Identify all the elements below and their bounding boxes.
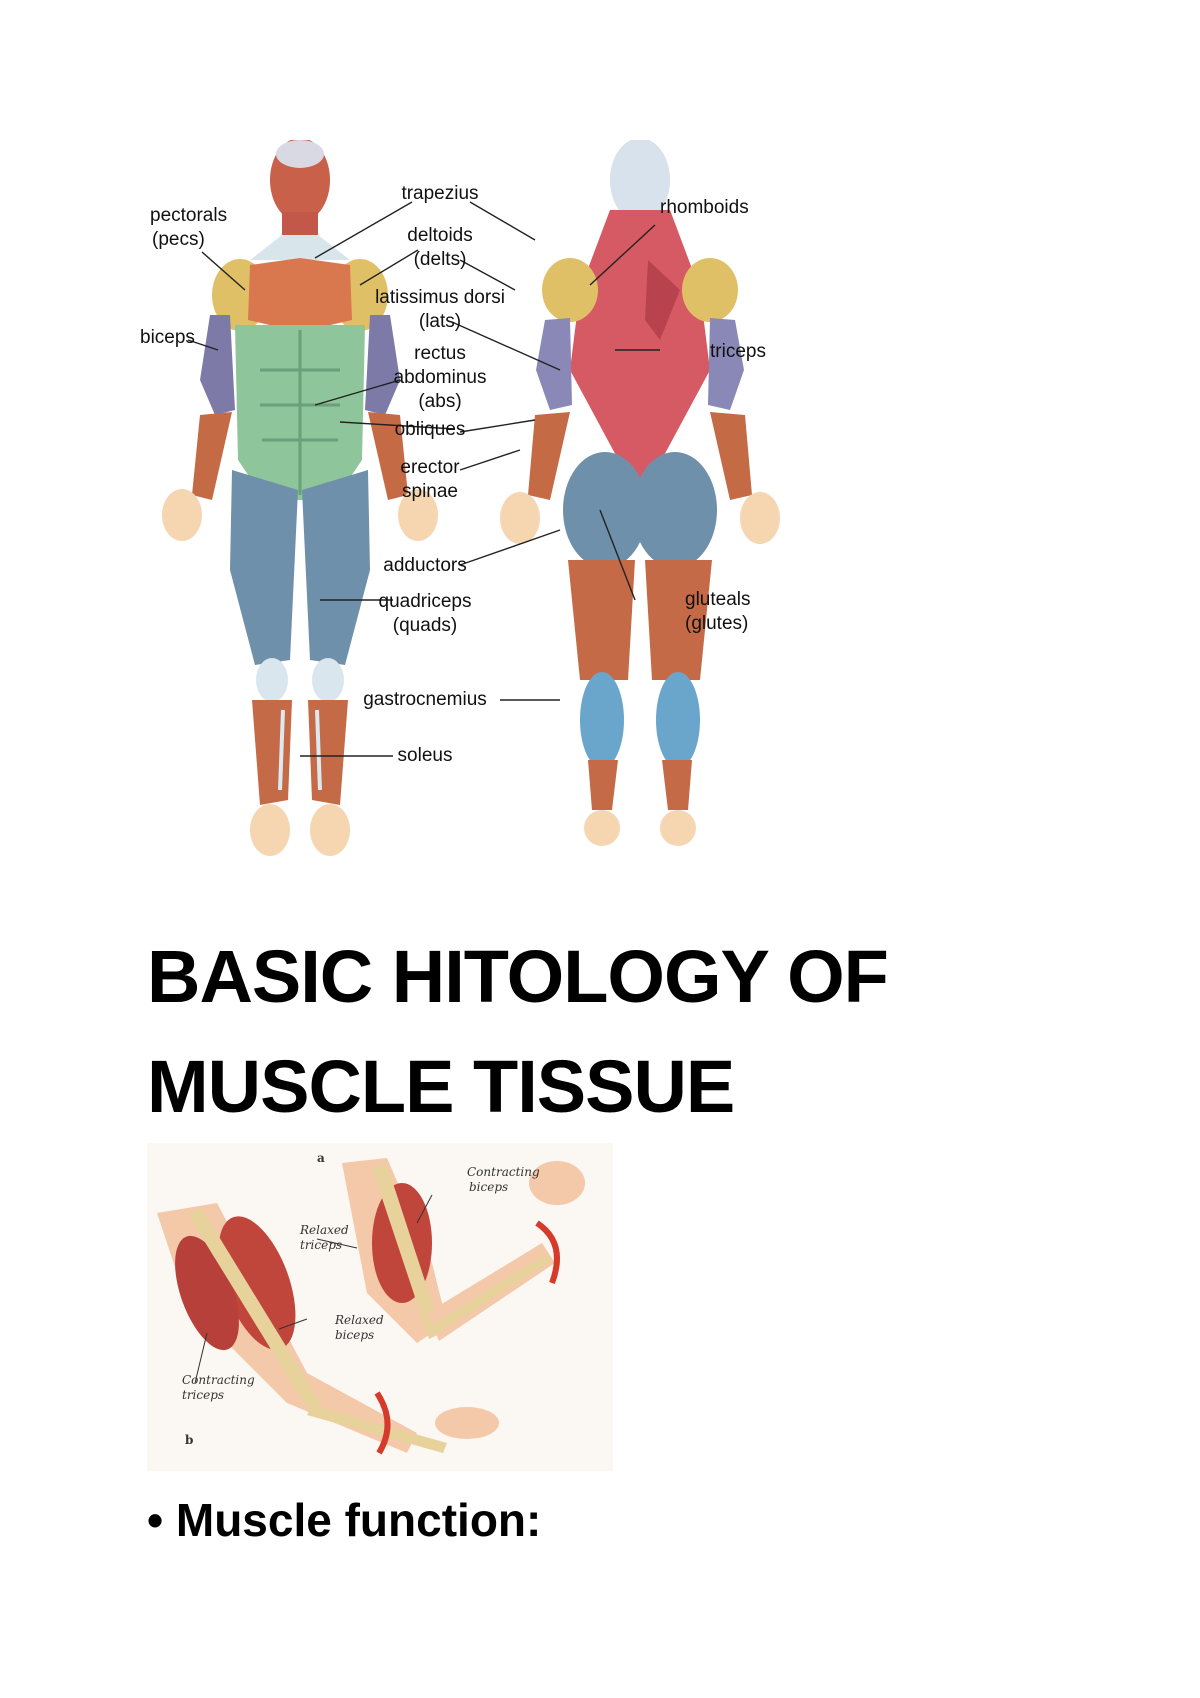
label-relaxed-triceps-1: Relaxed (300, 1223, 349, 1237)
label-adductors: adductors (383, 555, 467, 576)
label-spinae: spinae (402, 481, 458, 502)
back-body (500, 138, 780, 846)
label-contracting-biceps-2: biceps (469, 1180, 509, 1194)
front-body (162, 138, 438, 856)
label-trapezius: trapezius (401, 183, 479, 204)
arm-figure: a b Contracting biceps Relaxed triceps R… (147, 1143, 613, 1471)
label-relaxed-triceps-2: triceps (300, 1238, 343, 1252)
label-abdominus: abdominus (393, 367, 487, 388)
arm-illustration (157, 1158, 585, 1455)
bullet-text: Muscle function: (175, 1494, 542, 1546)
label-relaxed-biceps-2: biceps (335, 1328, 375, 1342)
label-erector: erector (400, 457, 460, 478)
label-gluteals: gluteals (685, 589, 751, 610)
label-pectorals: pectorals (150, 205, 228, 226)
heading-line-1: BASIC HITOLOGY OF (147, 935, 889, 1018)
label-quadriceps: quadriceps (378, 591, 472, 612)
anatomy-illustration (162, 138, 780, 856)
label-latissimus: latissimus dorsi (375, 287, 505, 308)
label-abs: (abs) (418, 391, 462, 412)
label-relaxed-biceps-1: Relaxed (335, 1313, 384, 1327)
panel-b-label: b (185, 1433, 194, 1447)
label-glutes: (glutes) (685, 613, 749, 634)
heading-line-2: MUSCLE TISSUE (147, 1045, 735, 1128)
label-soleus: soleus (397, 745, 453, 766)
label-pecs: (pecs) (152, 229, 205, 250)
label-lats: (lats) (418, 311, 462, 332)
label-biceps: biceps (140, 327, 195, 348)
anatomy-figure: pectorals (pecs) biceps trapezius deltoi… (140, 138, 780, 920)
label-rectus: rectus (414, 343, 466, 364)
bullet-item: • Muscle function: (147, 1492, 541, 1548)
label-rhomboids: rhomboids (660, 197, 749, 218)
label-deltoids: deltoids (407, 225, 473, 246)
label-gastrocnemius: gastrocnemius (363, 689, 487, 710)
bullet-symbol: • (147, 1494, 164, 1546)
leader-lines (187, 201, 660, 757)
label-contracting-triceps-1: Contracting (182, 1373, 255, 1387)
label-contracting-triceps-2: triceps (182, 1388, 225, 1402)
label-delts: (delts) (413, 249, 467, 270)
arm-extended (157, 1203, 499, 1455)
panel-a-label: a (317, 1151, 325, 1165)
label-contracting-biceps-1: Contracting (467, 1165, 540, 1179)
arm-flexed (342, 1158, 585, 1343)
label-quads: (quads) (392, 615, 458, 636)
label-triceps: triceps (710, 341, 766, 362)
label-obliques: obliques (394, 419, 466, 440)
